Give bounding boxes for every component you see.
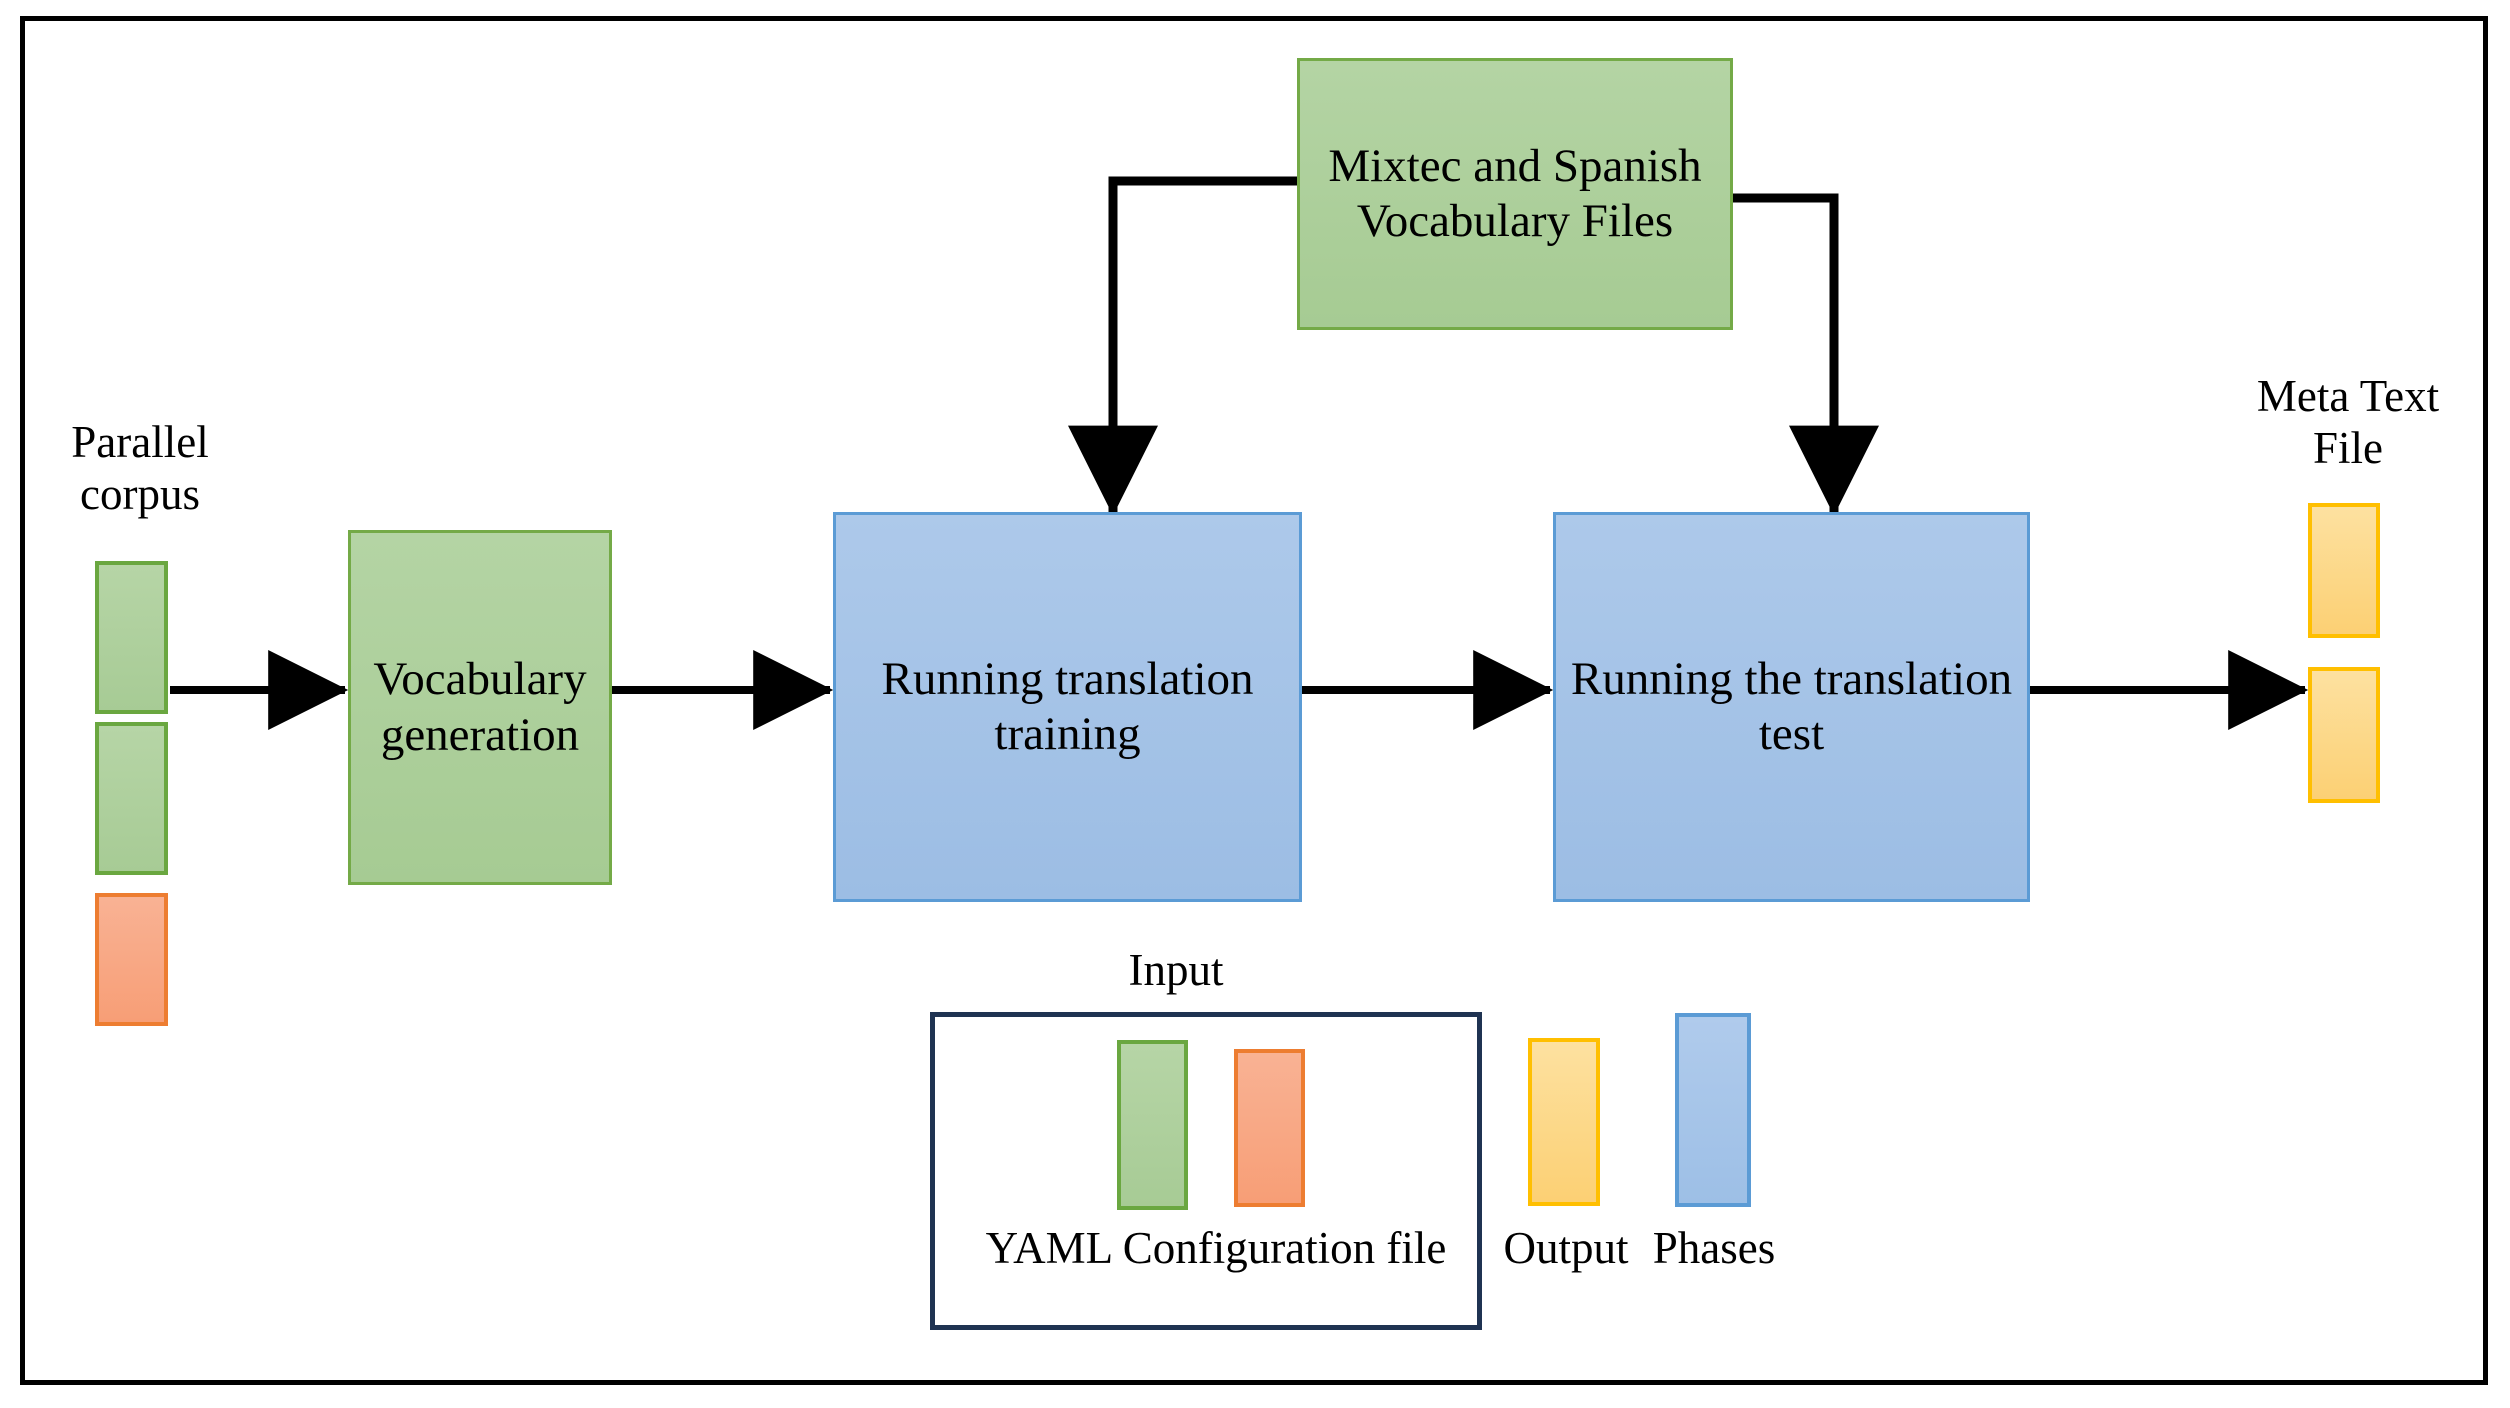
- parallel-corpus-chip-3: [95, 893, 168, 1026]
- legend-input-box: [930, 1012, 1482, 1330]
- legend-output-label: Output: [1503, 1223, 1629, 1273]
- legend-input-label: Input: [1128, 945, 1224, 995]
- legend-chip-yaml-green: [1117, 1040, 1188, 1210]
- legend-chip-phases: [1675, 1013, 1751, 1207]
- node-vocabulary-generation[interactable]: Vocabulary generation: [348, 530, 612, 885]
- node-mixtec-spanish-vocabulary-files[interactable]: Mixtec and Spanish Vocabulary Files: [1297, 58, 1733, 330]
- legend-phases-label: Phases: [1652, 1223, 1776, 1273]
- legend-yaml-config-label: YAML Configuration file: [985, 1223, 1447, 1273]
- meta-text-file-chip-1: [2308, 503, 2380, 638]
- meta-text-file-chip-2: [2308, 667, 2380, 803]
- legend-chip-output: [1528, 1038, 1600, 1206]
- parallel-corpus-label: Parallel corpus: [71, 417, 209, 520]
- legend-chip-yaml-orange: [1234, 1049, 1305, 1207]
- parallel-corpus-chip-2: [95, 722, 168, 875]
- node-running-translation-training[interactable]: Running translation training: [833, 512, 1302, 902]
- meta-text-file-label: Meta Text File: [2256, 371, 2440, 474]
- parallel-corpus-chip-1: [95, 561, 168, 714]
- node-running-translation-test[interactable]: Running the translation test: [1553, 512, 2030, 902]
